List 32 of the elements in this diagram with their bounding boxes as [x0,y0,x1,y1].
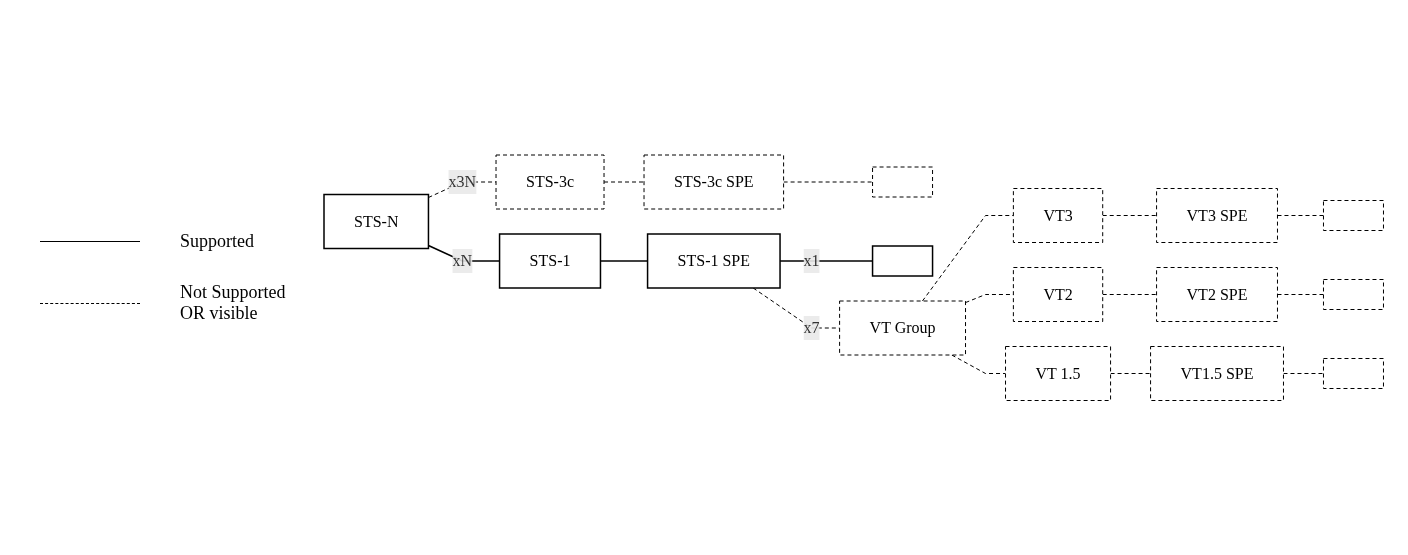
connector [603,181,645,183]
node-box: STS-1 SPE [647,233,782,289]
node-box [1323,199,1385,231]
edge-label: x7 [803,318,820,336]
node-box: VT3 SPE [1156,187,1279,243]
edge-label: x1 [803,251,820,269]
node-box: STS-3c [495,154,605,210]
legend-text: Not Supported OR visible [180,282,287,324]
connector [1102,293,1158,295]
node-box [1323,357,1385,389]
connector [1277,214,1325,216]
connector [1277,293,1325,295]
node-box [1323,278,1385,310]
node-box: VT1.5 SPE [1150,345,1285,401]
node-box: STS-1 [499,233,602,289]
node-box: STS-N [323,193,430,249]
node-box: VT3 [1013,187,1104,243]
node-box [872,166,934,198]
connector [951,354,1007,374]
node-box [872,245,934,277]
node-box: STS-3c SPE [643,154,785,210]
connector [1102,214,1158,216]
connector [783,181,874,183]
node-box: VT2 SPE [1156,266,1279,322]
node-box: VT Group [839,300,967,356]
connector [1110,372,1152,374]
connector [1283,372,1325,374]
node-box: VT2 [1013,266,1104,322]
legend-text: Supported [180,231,254,252]
edge-label: xN [452,251,473,269]
edge-label: x3N [448,172,477,190]
node-box: VT 1.5 [1005,345,1112,401]
